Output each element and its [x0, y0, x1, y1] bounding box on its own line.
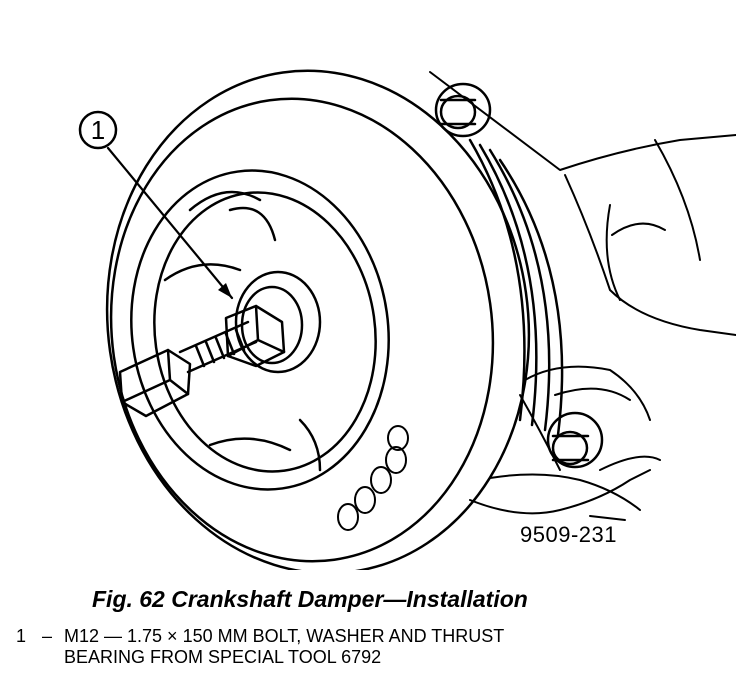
figure-caption: Fig. 62 Crankshaft Damper—Installation: [92, 586, 528, 612]
callout-leader: [106, 146, 234, 300]
legend-item: 1 – M12 — 1.75 × 150 MM BOLT, WASHER AND…: [16, 626, 504, 668]
timing-holes: [337, 425, 409, 531]
legend: 1 – M12 — 1.75 × 150 MM BOLT, WASHER AND…: [16, 626, 504, 668]
legend-dash: –: [42, 626, 53, 646]
callout-number: 1: [91, 115, 105, 145]
lower-bolt: [546, 411, 604, 469]
legend-number: 1: [16, 626, 27, 646]
figure-number-leader: [589, 515, 626, 521]
damper-outer-rim: [105, 69, 564, 570]
callout-arrowhead: [218, 283, 232, 298]
legend-line-2: BEARING FROM SPECIAL TOOL 6792: [64, 647, 382, 667]
crankshaft-damper-illustration: 1 9509-231: [78, 69, 736, 570]
engine-block-outline: [429, 71, 736, 515]
legend-text: M12 — 1.75 × 150 MM BOLT, WASHER AND THR…: [64, 626, 504, 668]
figure-number: 9509-231: [520, 522, 617, 547]
upper-bolt: [434, 82, 492, 138]
callout-circle: [78, 110, 118, 150]
installer-bolt: [118, 304, 286, 418]
damper-hub: [130, 169, 390, 491]
legend-line-1: M12 — 1.75 × 150 MM BOLT, WASHER AND THR…: [64, 626, 505, 646]
